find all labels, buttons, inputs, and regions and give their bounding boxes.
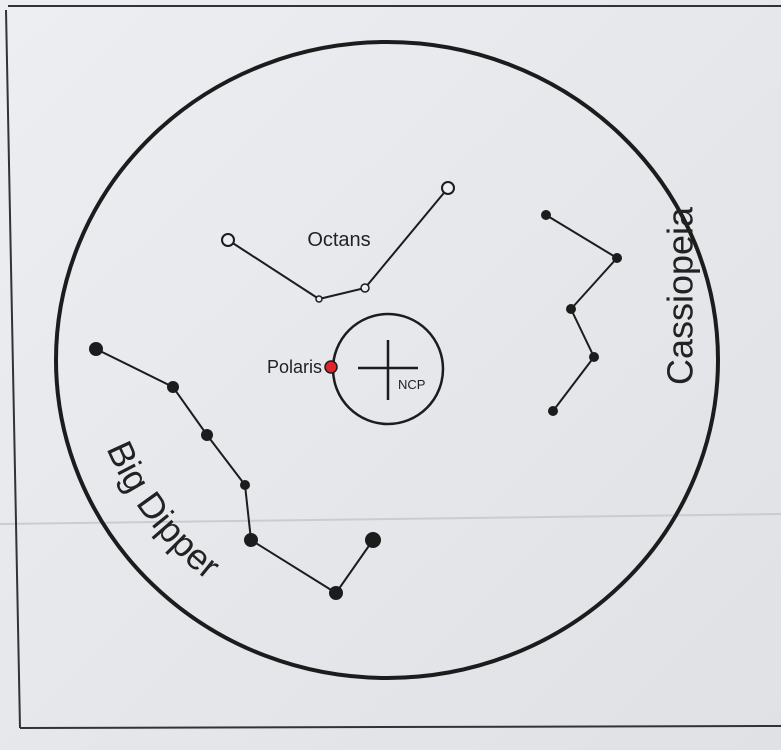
star-icon: [566, 304, 576, 314]
star-icon: [589, 352, 599, 362]
paper-fold-crease: [0, 513, 781, 525]
big-dipper-constellation: [89, 342, 381, 600]
cassiopeia-label: Cassiopeia: [660, 206, 701, 385]
ncp-label: NCP: [398, 377, 425, 392]
star-icon: [365, 532, 381, 548]
border-bottom: [19, 725, 781, 729]
sky-circle: [54, 40, 720, 680]
octans-label: Octans: [307, 229, 370, 251]
octans-constellation: [221, 181, 455, 303]
polaris-star-icon: [324, 360, 338, 374]
cassiopeia-constellation: [541, 210, 622, 416]
polaris-label: Polaris: [267, 357, 322, 377]
hollow-star-icon: [441, 181, 455, 195]
star-icon: [167, 381, 179, 393]
crosshair-icon: [358, 340, 418, 400]
star-icon: [89, 342, 103, 356]
star-icon: [201, 429, 213, 441]
star-icon: [612, 253, 622, 263]
star-icon: [244, 533, 258, 547]
star-icon: [240, 480, 250, 490]
star-icon: [329, 586, 343, 600]
border-left: [5, 9, 21, 729]
star-icon: [541, 210, 551, 220]
star-icon: [548, 406, 558, 416]
hollow-star-icon: [315, 295, 323, 303]
hollow-star-icon: [221, 233, 235, 247]
hollow-star-icon: [360, 283, 370, 293]
